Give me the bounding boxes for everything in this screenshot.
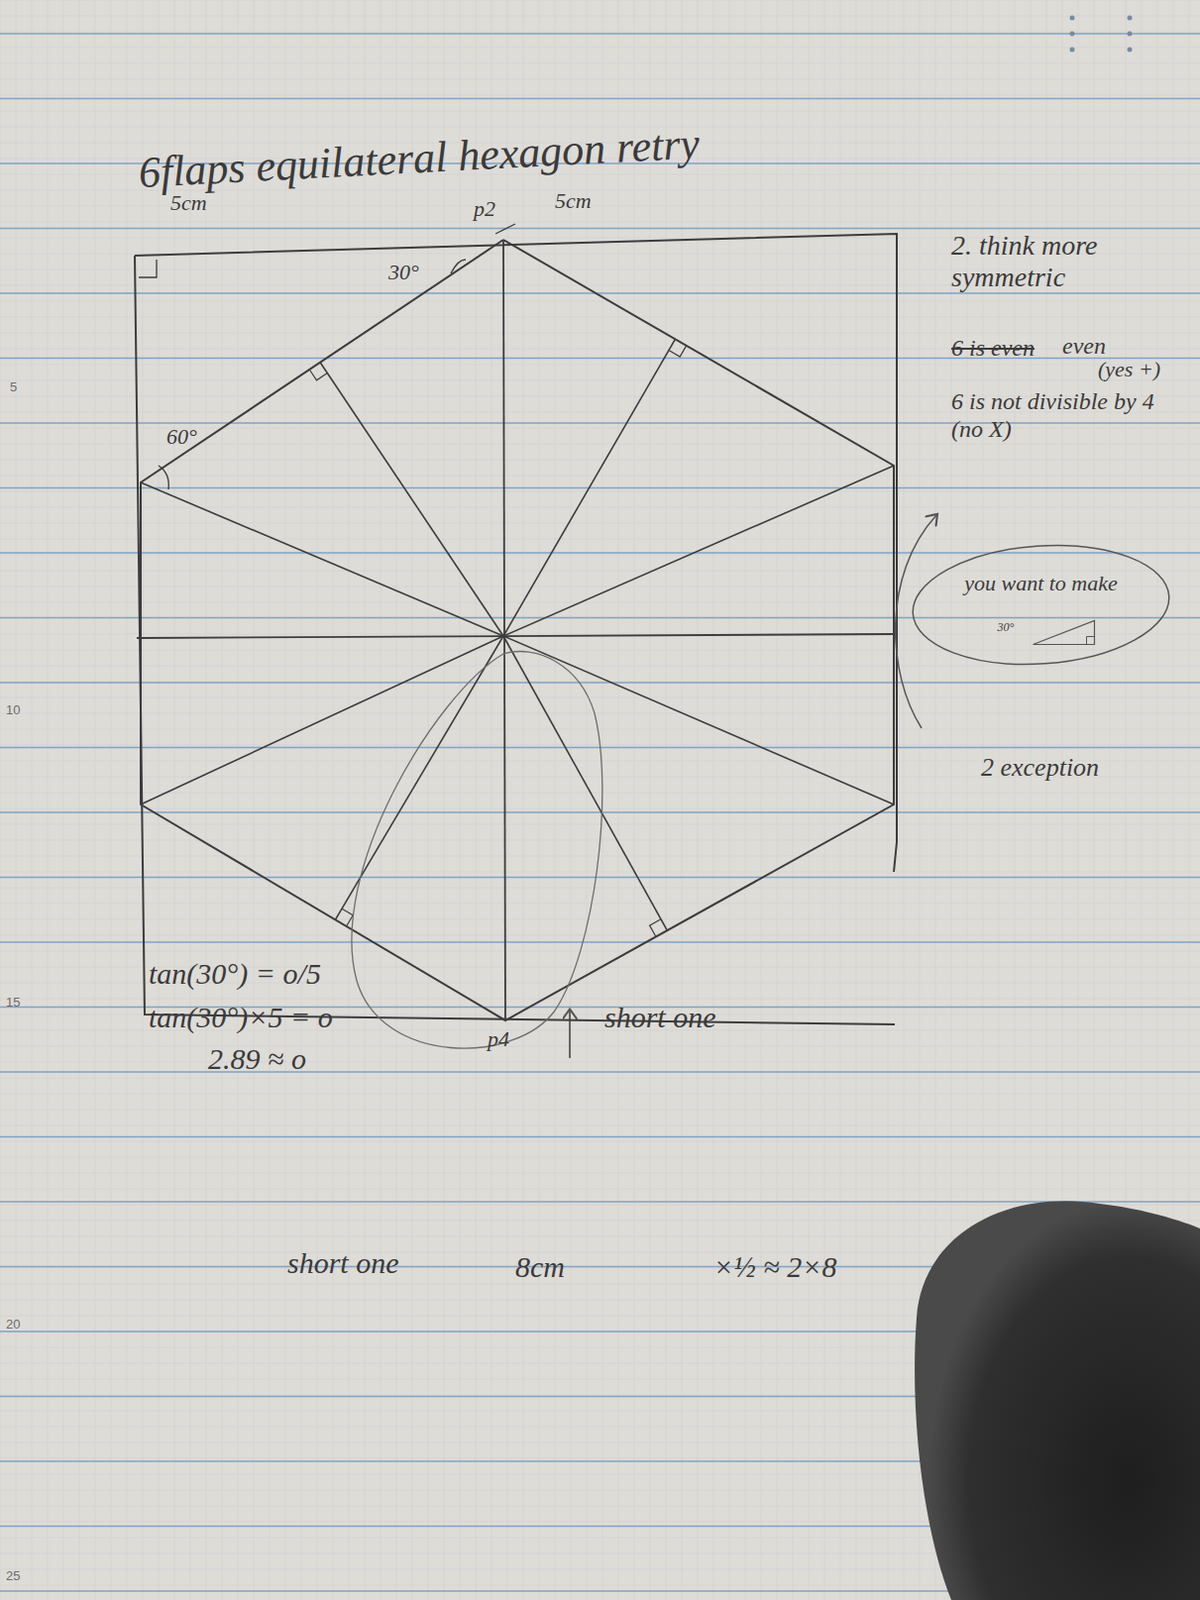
handwritten-note: 5cm bbox=[170, 190, 208, 216]
note-ellipse bbox=[909, 543, 1173, 667]
handwritten-note: short one bbox=[604, 1000, 717, 1036]
handwritten-note: 6 is even bbox=[951, 334, 1035, 363]
angle-label: 30° bbox=[997, 620, 1015, 636]
margin-number: 20 bbox=[5, 1317, 20, 1333]
handwritten-note: ×½ ≈ 2×8 bbox=[713, 1250, 837, 1286]
handwritten-note: 2 exception bbox=[981, 753, 1099, 783]
margin-number: 5 bbox=[9, 380, 17, 396]
handwritten-note: 30° bbox=[388, 259, 420, 285]
handwritten-note: even bbox=[1062, 332, 1106, 361]
handwritten-note: 2.89 ≈ o bbox=[208, 1042, 307, 1078]
note-loop: you want to make 30° bbox=[909, 543, 1173, 667]
handwritten-note: 60° bbox=[166, 424, 198, 449]
handwritten-note: tan(30°) = o/5 bbox=[148, 957, 322, 992]
margin-number: 25 bbox=[5, 1569, 20, 1585]
handwritten-note: short one bbox=[287, 1246, 400, 1282]
handwritten-note: 2. think more symmetric bbox=[951, 229, 1165, 294]
handwritten-note: 5cm bbox=[554, 188, 592, 214]
hexagon-sketch bbox=[134, 223, 937, 1059]
menu-dots bbox=[1070, 15, 1133, 53]
note-text: you want to make bbox=[964, 570, 1118, 597]
handwritten-note: 8cm bbox=[515, 1250, 565, 1286]
handwritten-note: tan(30°)×5 = o bbox=[148, 1000, 333, 1036]
handwritten-note: p4 bbox=[487, 1026, 510, 1052]
shadow bbox=[914, 1200, 1200, 1600]
handwritten-note: p2 bbox=[473, 196, 496, 221]
handwritten-note: (yes +) bbox=[1097, 356, 1161, 382]
margin-number: 15 bbox=[5, 995, 20, 1011]
margin-number: 10 bbox=[5, 703, 20, 719]
page-title: 6flaps equilateral hexagon retry bbox=[137, 118, 701, 199]
handwritten-note: 6 is not divisible by 4 (no X) bbox=[951, 388, 1185, 443]
